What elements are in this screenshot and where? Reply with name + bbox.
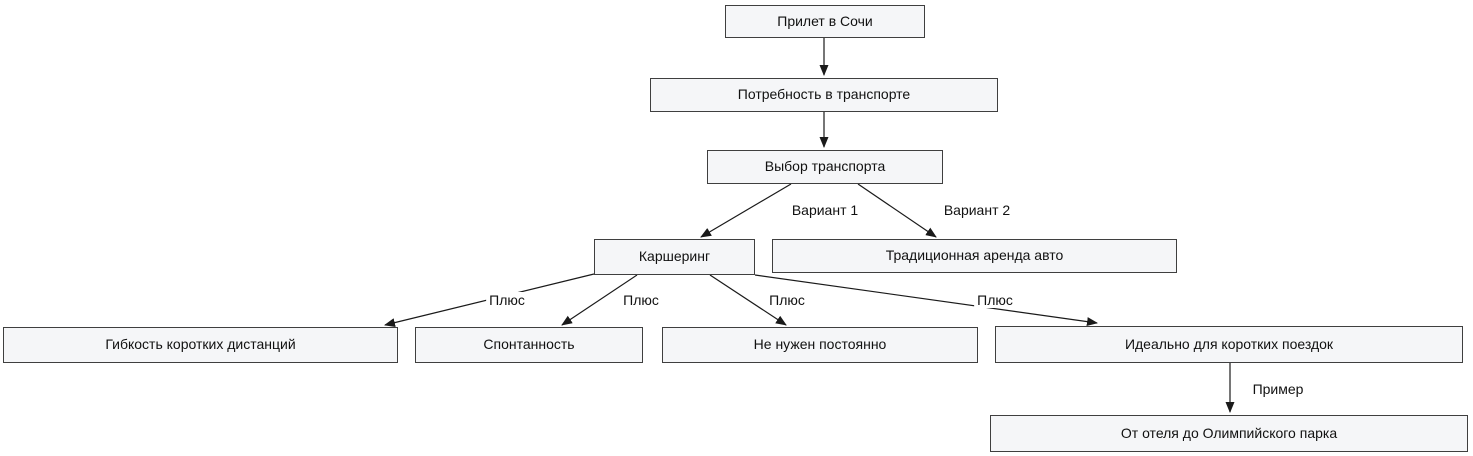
node-arrival-label: Прилет в Сочи [777,12,873,29]
node-rental-label: Традиционная аренда авто [885,247,1064,264]
edge-carsharing-ideal [754,274,1098,327]
node-flexibility-label: Гибкость коротких дистанций [105,336,296,353]
node-example-label: От отеля до Олимпийского парка [1120,424,1338,441]
node-spontaneity: Спонтанность [415,327,643,363]
edge-label-variant-2: Вариант 2 [940,202,1014,218]
edge-label-variant-1: Вариант 1 [788,202,862,218]
edge-label-plus-2: Плюс [620,292,662,308]
edge-label-plus-1: Плюс [486,292,528,308]
node-choice-label: Выбор транспорта [764,158,886,175]
node-example: От отеля до Олимпийского парка [990,415,1468,452]
edge-carsharing-notconstant [709,274,787,326]
node-not-constant-label: Не нужен постоянно [753,336,887,353]
node-need: Потребность в транспорте [650,78,998,112]
node-need-label: Потребность в транспорте [737,86,911,103]
node-carsharing-label: Каршеринг [638,248,711,265]
node-carsharing: Каршеринг [594,239,755,275]
node-not-constant: Не нужен постоянно [662,327,978,363]
edge-choice-rental [857,183,937,238]
node-arrival: Прилет в Сочи [725,5,925,38]
edge-label-example: Пример [1249,381,1307,397]
node-ideal: Идеально для коротких поездок [995,326,1463,363]
node-flexibility: Гибкость коротких дистанций [3,327,398,363]
node-ideal-label: Идеально для коротких поездок [1124,335,1334,352]
edge-label-plus-4: Плюс [974,292,1016,308]
edge-label-plus-3: Плюс [766,292,808,308]
edge-choice-carsharing [700,183,792,238]
node-spontaneity-label: Спонтанность [483,336,575,353]
node-choice: Выбор транспорта [707,150,943,184]
edge-carsharing-spontaneity [561,274,638,326]
node-rental: Традиционная аренда авто [772,239,1177,273]
